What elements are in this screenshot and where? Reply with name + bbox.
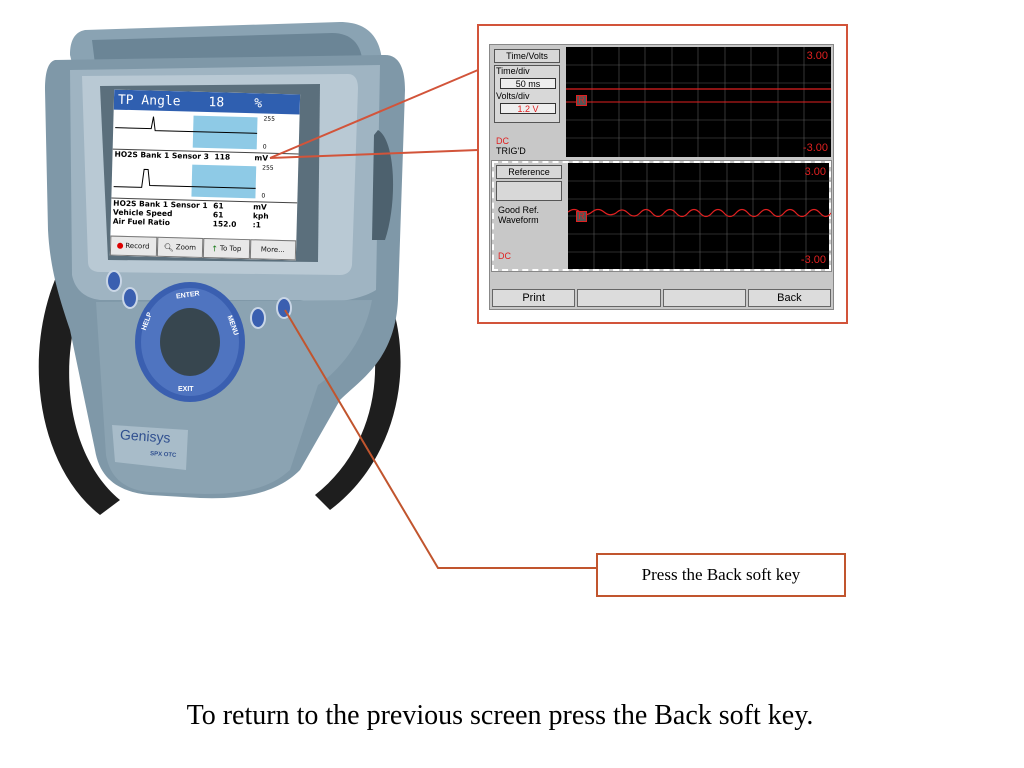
zoom-softkey[interactable]: 🔍︎ Zoom [156, 236, 204, 258]
trace-2-vmin: -3.00 [800, 254, 826, 266]
slide-caption: To return to the previous screen press t… [186, 700, 814, 731]
device-body-graphic [38, 22, 405, 515]
reference-marker: R [576, 211, 587, 222]
instruction-callout: Press the Back soft key [596, 553, 846, 597]
record-dot-icon [117, 242, 124, 249]
pid-title: TP Angle [117, 92, 181, 109]
graph-2: 255 0 [111, 158, 299, 204]
device-screen: TP Angle 18 % 255 0 HO2S Bank 1 Sensor 3… [109, 89, 301, 261]
more-softkey[interactable]: More... [249, 239, 297, 261]
trace-2-settings: Reference Good Ref. Waveform DC [494, 163, 566, 269]
trace-2-scope: 3.00 -3.00 R [568, 163, 831, 269]
graph-1: 255 0 [112, 109, 300, 155]
trace-2-block: Reference Good Ref. Waveform DC [491, 160, 832, 272]
graph-2-min: 0 [261, 192, 266, 200]
left-upper-button[interactable] [106, 271, 122, 291]
time-volts-tab[interactable]: Time/Volts [494, 49, 560, 63]
pid-value: 18 [208, 94, 225, 110]
trace-1-vmax: 3.00 [806, 50, 828, 62]
row-unit: :1 [252, 220, 262, 230]
genisys-scan-tool: ENTER HELP MENU EXIT Genisys SPX OTC TP … [0, 0, 460, 540]
record-softkey[interactable]: Record [109, 235, 157, 257]
volts-div-label: Volts/div [496, 91, 530, 101]
softkey-label: Record [125, 241, 150, 251]
brand-logo: Genisys [119, 426, 172, 446]
row-name: Air Fuel Ratio [112, 216, 171, 228]
arrow-up-icon: ↑ [211, 243, 219, 253]
coupling-dc: DC [498, 251, 511, 261]
to-top-softkey[interactable]: ↑ To Top [202, 237, 250, 260]
trace-1-block: Time/Volts Time/div 50 ms Volts/div 1.2 … [492, 47, 831, 157]
back-softkey[interactable]: Back [747, 289, 831, 307]
exit-key-label[interactable]: EXIT [178, 386, 194, 393]
trace-1-settings: Time/Volts Time/div 50 ms Volts/div 1.2 … [492, 47, 564, 157]
magnifier-icon: 🔍︎ [163, 242, 174, 252]
pid-unit: % [253, 95, 263, 111]
time-div-label: Time/div [496, 66, 530, 76]
volts-div-value[interactable]: 1.2 V [500, 103, 556, 114]
graph-2-max: 255 [262, 164, 274, 172]
zoomed-screen-frame: Time/Volts Time/div 50 ms Volts/div 1.2 … [477, 24, 848, 324]
trace-2-vmax: 3.00 [804, 166, 826, 178]
softkey-label: More... [260, 245, 285, 255]
time-div-value[interactable]: 50 ms [500, 78, 556, 89]
scope-screen: Time/Volts Time/div 50 ms Volts/div 1.2 … [489, 44, 834, 310]
coupling-dc: DC [496, 136, 509, 146]
ref-desc-line1: Good Ref. [498, 205, 540, 215]
trigger-status: TRIG'D [496, 146, 526, 156]
print-softkey[interactable]: Print [492, 289, 576, 307]
trace-1-vmin: -3.00 [802, 142, 828, 154]
left-lower-button[interactable] [122, 288, 138, 308]
reference-box [496, 181, 562, 201]
scope-softkey-bar: Print Back [492, 289, 831, 307]
back-hardware-button[interactable] [276, 298, 292, 318]
right-inner-button[interactable] [250, 308, 266, 328]
graph-1-min: 0 [262, 143, 267, 151]
reference-tab[interactable]: Reference [496, 165, 562, 179]
softkey-label: Zoom [175, 243, 197, 252]
ref-desc-line2: Waveform [498, 215, 539, 225]
trace-1-scope: 3.00 -3.00 R [566, 47, 831, 157]
blank-softkey-2[interactable] [577, 289, 661, 307]
row-value: 152.0 [212, 219, 237, 229]
softkey-label: To Top [219, 244, 242, 253]
graph-1-max: 255 [263, 115, 276, 123]
blank-softkey-3[interactable] [662, 289, 746, 307]
reference-marker: R [576, 95, 587, 106]
